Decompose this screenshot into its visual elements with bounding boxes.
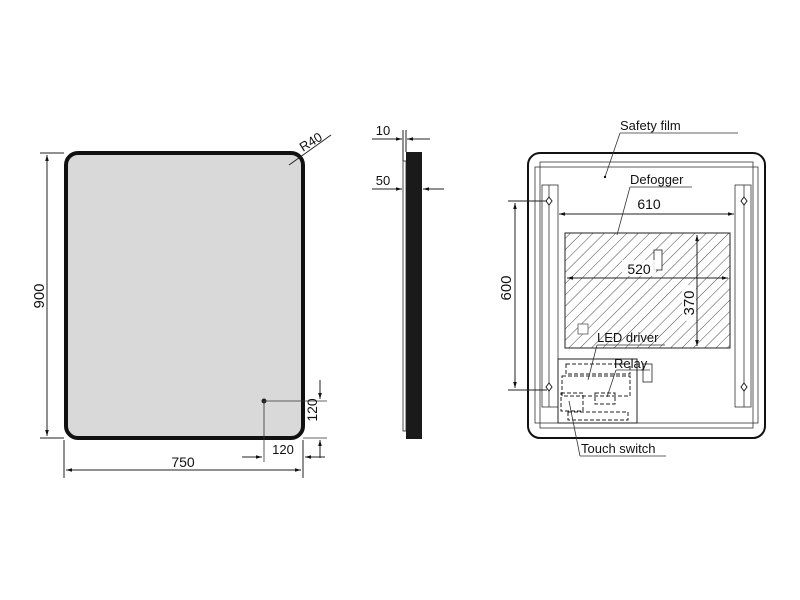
defogger-pad — [564, 232, 731, 349]
back-view: 610 600 520 370 Safety film Defogger — [498, 118, 766, 457]
led-driver-label: LED driver — [597, 330, 659, 345]
glass-thickness-label: 10 — [376, 123, 390, 138]
height-dimension-label: 900 — [31, 283, 48, 308]
mirror-glass — [64, 151, 305, 440]
width-dimension-label: 750 — [171, 454, 195, 470]
bracket-span-label: 610 — [637, 196, 661, 212]
sensor-horizontal-offset-label: 120 — [272, 442, 294, 457]
defogger-width-label: 520 — [627, 261, 651, 277]
mirror-side-body — [406, 152, 422, 439]
corner-radius-label: R40 — [297, 129, 325, 154]
relay-label: Relay — [614, 356, 648, 371]
sensor-vertical-offset-label: 120 — [304, 398, 320, 422]
safety-film-label: Safety film — [620, 118, 681, 133]
right-mounting-bracket — [734, 184, 752, 408]
touch-switch-label: Touch switch — [581, 441, 655, 456]
defogger-height-label: 370 — [681, 290, 698, 315]
total-depth-label: 50 — [376, 173, 390, 188]
side-view: 10 50 — [372, 123, 444, 439]
left-mounting-bracket — [541, 184, 559, 408]
bracket-vertical-label: 600 — [498, 275, 515, 300]
front-view: 900 750 R40 120 120 — [31, 129, 332, 478]
defogger-label: Defogger — [630, 172, 684, 187]
